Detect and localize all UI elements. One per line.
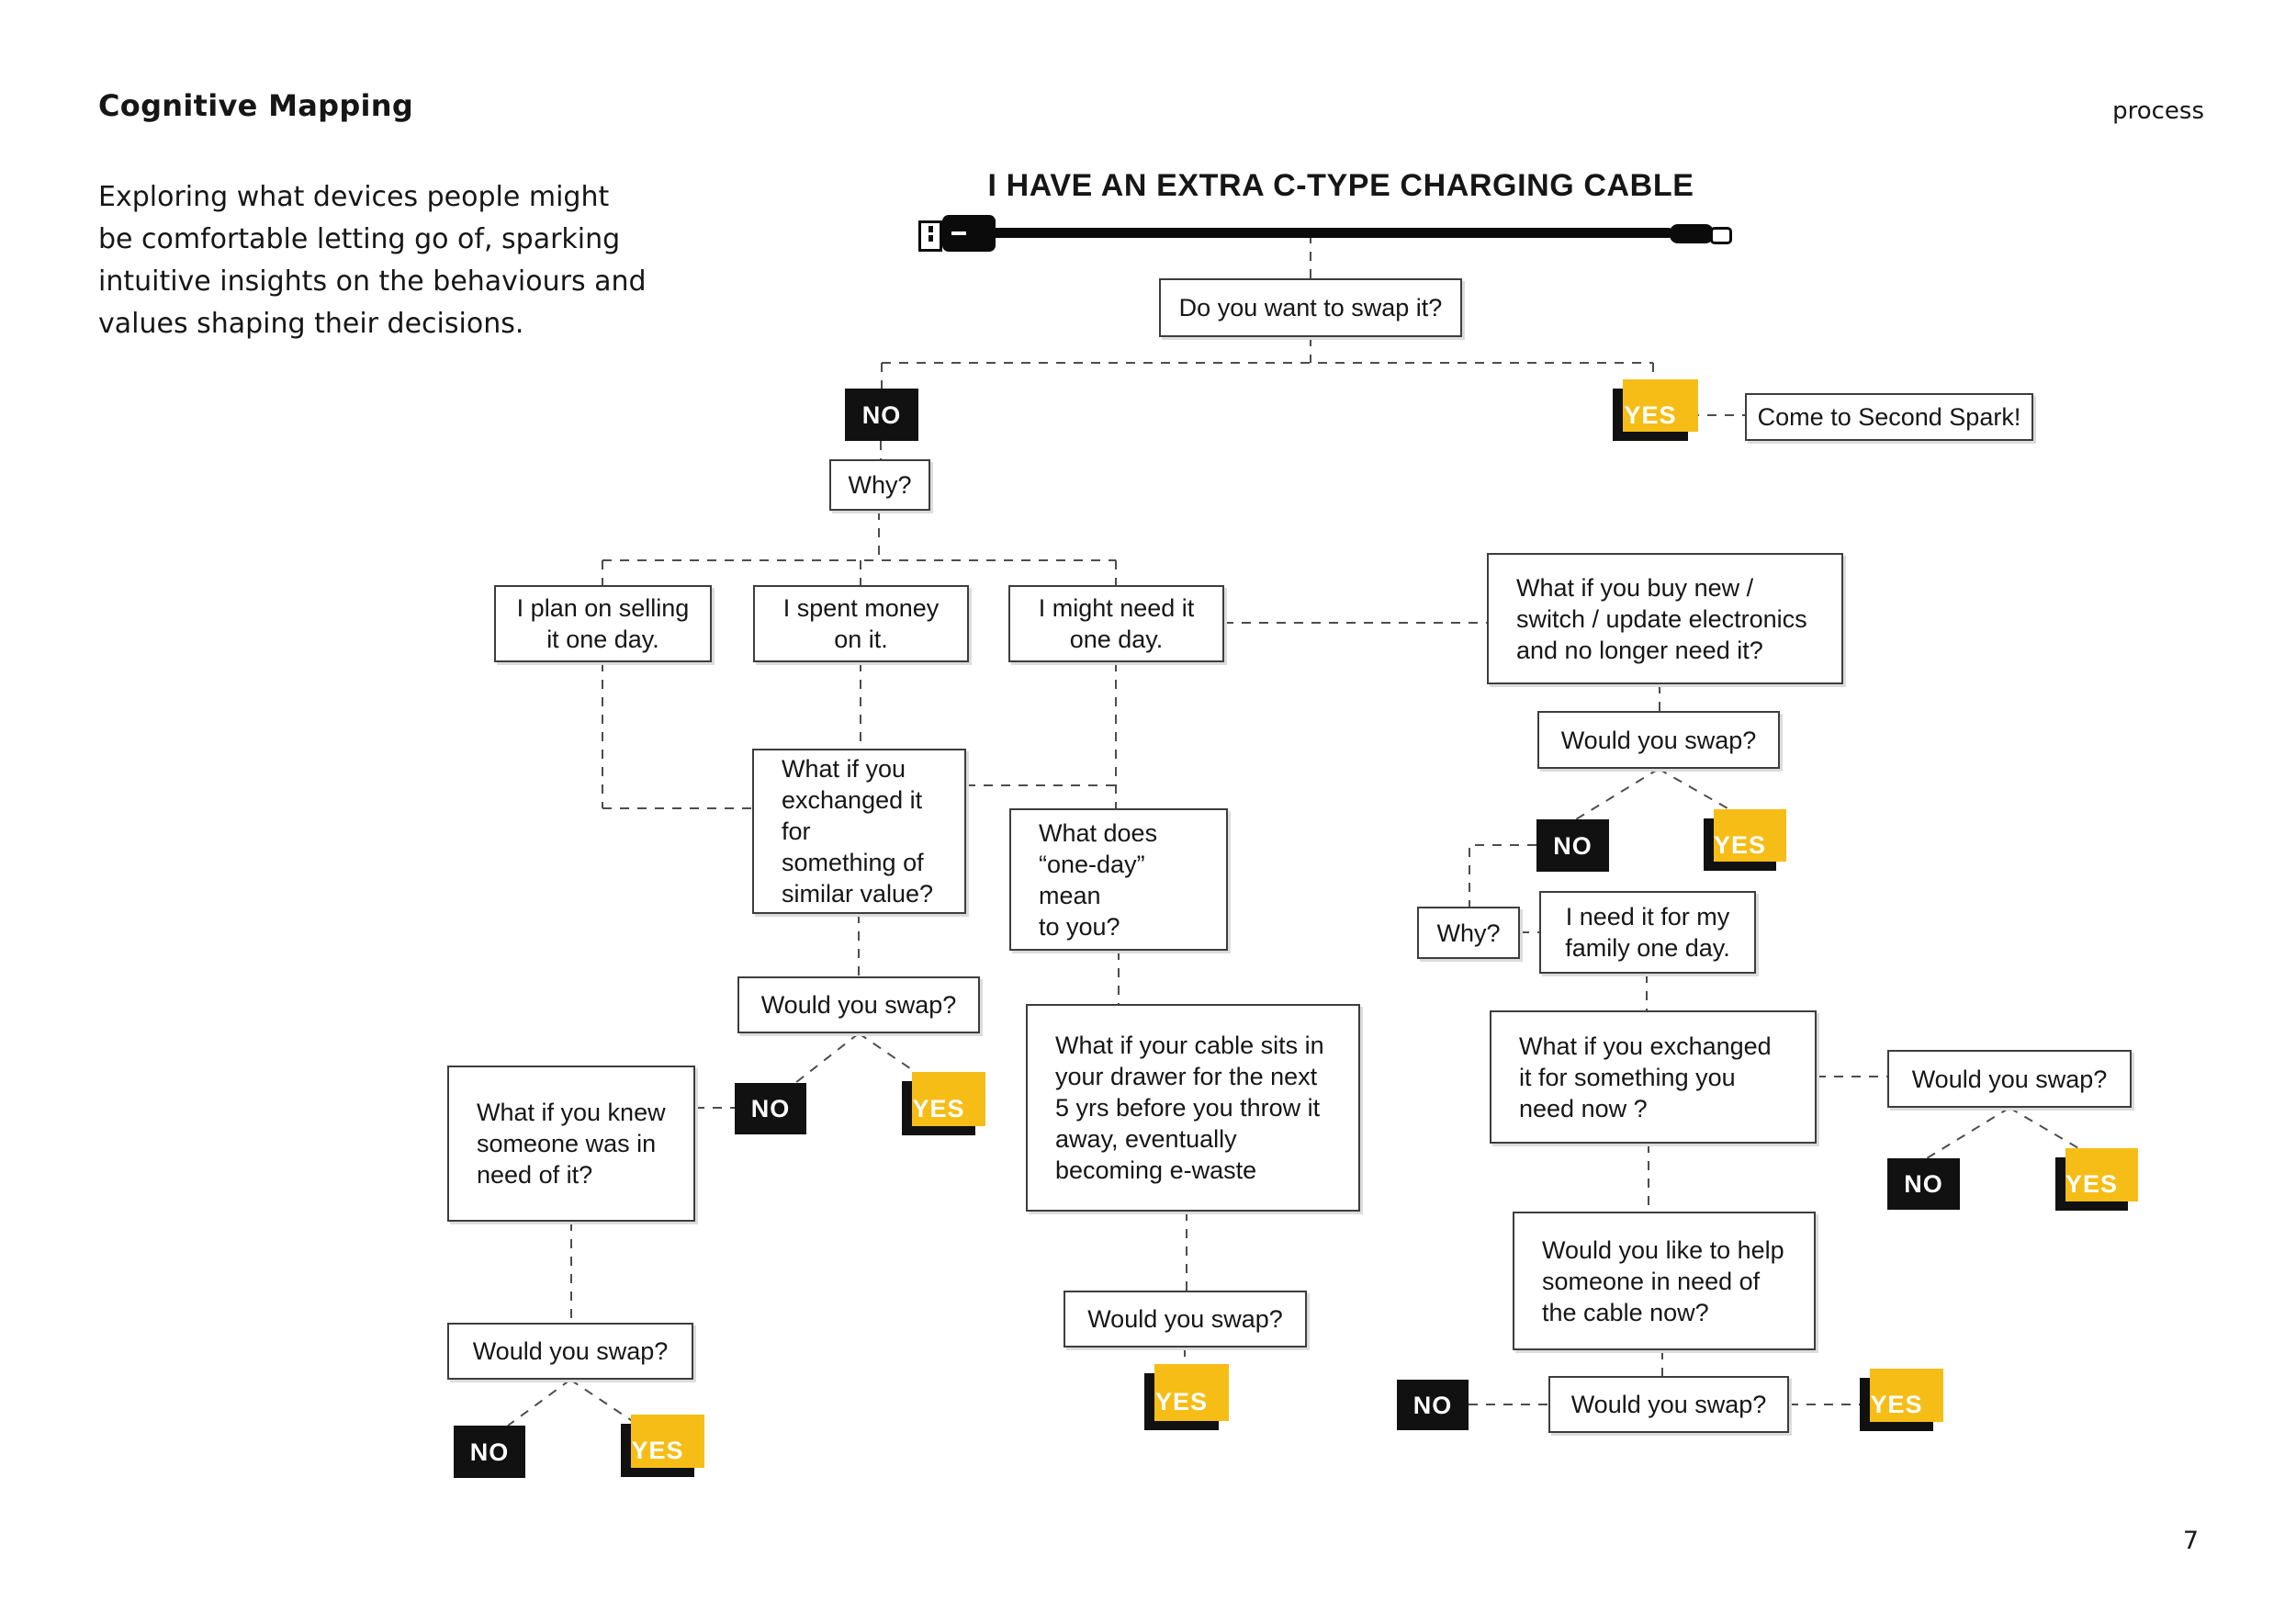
node-come-to-second-spark: Come to Second Spark! [1745,393,2033,441]
node-would-you-swap-right1: Would you swap? [1537,711,1780,769]
usb-c-tip-icon [1710,227,1732,244]
node-cable-sits-in-drawer: What if your cable sits in your drawer f… [1026,1004,1360,1212]
cable-wire-icon [990,228,1673,238]
node-knew-someone-in-need: What if you knew someone was in need of … [447,1066,695,1222]
node-yes-root: YES [1613,379,1698,441]
node-yes-bottom-right: YES [1860,1369,1943,1431]
node-no-right1: NO [1536,819,1609,872]
usb-a-plug-icon [918,220,942,252]
node-help-someone-now: Would you like to help someone in need o… [1513,1212,1816,1350]
node-why: Why? [829,459,930,511]
node-spent-money: I spent money on it. [753,585,969,662]
node-would-you-swap-middle: Would you swap? [1064,1291,1307,1348]
node-yes-far-right: YES [2055,1148,2138,1211]
corner-label: process [2112,97,2204,125]
node-yes-left2: YES [621,1415,704,1477]
page-title: Cognitive Mapping [98,88,414,123]
usb-a-body-icon [942,215,996,252]
node-no-root: NO [845,389,918,441]
node-plan-on-selling: I plan on selling it one day. [494,585,712,662]
node-yes-left1: YES [902,1072,985,1135]
node-would-you-swap-left1: Would you swap? [737,976,980,1033]
node-would-you-swap-bottom-right: Would you swap? [1548,1376,1789,1433]
node-buy-new-electronics: What if you buy new / switch / update el… [1487,553,1843,684]
node-exchange-need-now: What if you exchanged it for something y… [1490,1010,1817,1144]
node-would-you-swap-left2: Would you swap? [447,1323,693,1380]
page-number: 7 [2182,1527,2199,1555]
node-yes-right1: YES [1704,809,1786,871]
node-might-need-it: I might need it one day. [1008,585,1224,662]
node-exchange-similar-value: What if you exchanged it for something o… [752,749,966,914]
node-no-left1: NO [735,1083,806,1134]
node-one-day-meaning: What does “one-day” mean to you? [1009,808,1228,951]
flowchart-heading: I HAVE AN EXTRA C-TYPE CHARGING CABLE [987,168,1694,203]
node-no-far-right: NO [1887,1158,1960,1210]
node-need-for-family: I need it for my family one day. [1539,891,1756,974]
node-do-you-want-to-swap: Do you want to swap it? [1159,278,1462,337]
node-yes-middle: YES [1144,1364,1229,1430]
page-description: Exploring what devices people might be c… [98,181,647,340]
usb-c-body-icon [1670,224,1714,243]
node-why-right: Why? [1417,907,1520,959]
node-no-left2: NO [454,1426,525,1478]
node-no-bottom-right: NO [1397,1380,1469,1430]
node-would-you-swap-far-right: Would you swap? [1887,1050,2132,1108]
